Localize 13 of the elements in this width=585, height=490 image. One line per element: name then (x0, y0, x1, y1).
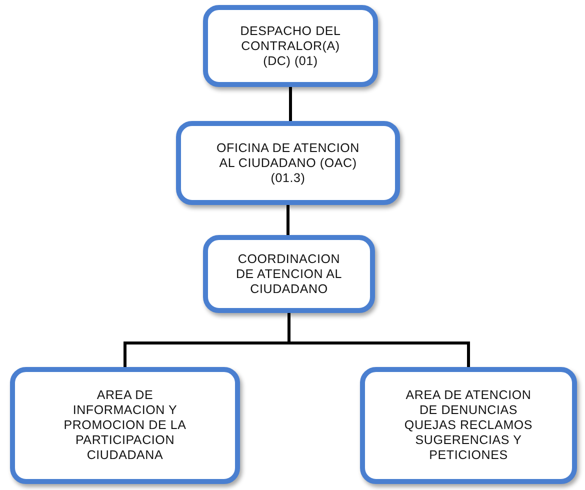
org-box (176, 121, 400, 205)
org-box (203, 235, 375, 313)
connector-line (286, 205, 290, 235)
unit-name: DESPACHO DEL CONTRALOR(A) (DC) (01) (239, 24, 342, 68)
unit-name: AREA DE ATENCION DE DENUNCIAS QUEJAS RECLAMOS SUGERENCIAS Y PETICIONES (403, 388, 534, 463)
connector-line (288, 313, 470, 367)
unit-name: AREA DE INFORMACION Y PROMOCION DE LA PARTICIPACION CIUDADANA (62, 388, 188, 463)
org-box (203, 5, 378, 87)
connector-line (289, 87, 292, 121)
unit-name: COORDINACION DE ATENCION AL CIUDADANO (234, 252, 344, 296)
unit-name: OFICINA DE ATENCION AL CIUDADANO (OAC) (01.3) (216, 140, 360, 186)
org-box (10, 367, 240, 484)
org-box (360, 367, 577, 484)
